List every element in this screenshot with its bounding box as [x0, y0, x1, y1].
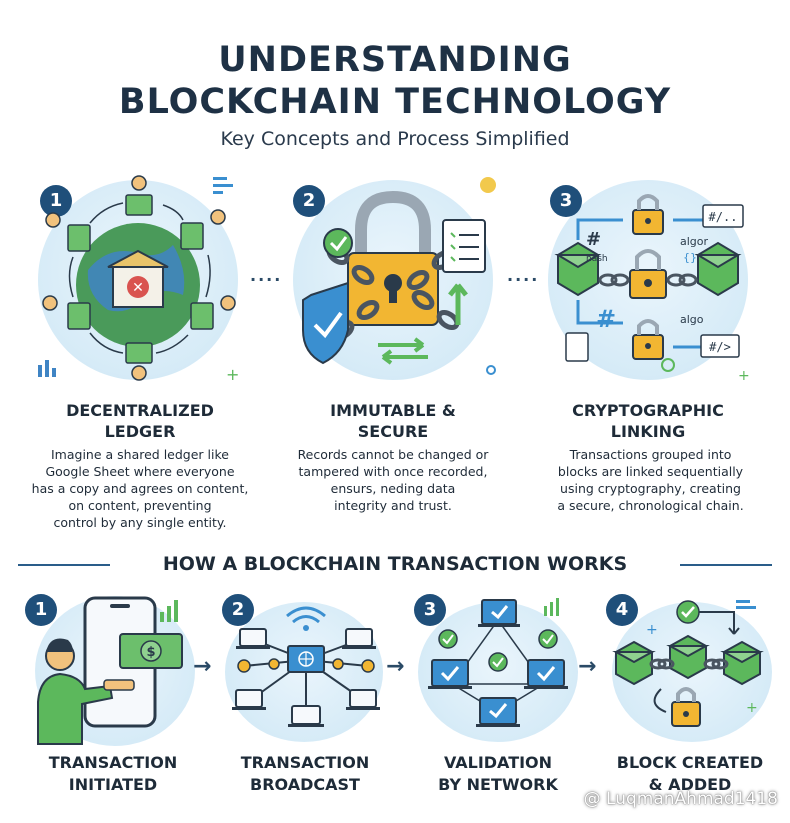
svg-text:+: +	[646, 622, 658, 638]
concept-2-title-line-2: SECURE	[357, 422, 429, 441]
process-heading-text: HOW A BLOCKCHAIN TRANSACTION WORKS	[162, 553, 628, 575]
concept-3-number: 3	[550, 185, 582, 217]
step-4-title-line-1: BLOCK CREATED	[616, 753, 764, 772]
code-label-1: #/..	[709, 210, 738, 224]
block-chain-added-icon: + +	[612, 600, 764, 727]
hash-symbol: #	[586, 229, 601, 250]
concept-1-desc-line: on content, preventing	[68, 498, 212, 513]
connector-dots-icon: ····	[250, 270, 283, 289]
concept-3-desc-line: Transactions grouped into	[569, 447, 732, 462]
heading-rule-left	[18, 564, 110, 566]
concept-3-desc-line: a secure, chronological chain.	[557, 498, 744, 513]
crypto-chain-icon: #/.. # hash algor {} algo # #/> +	[554, 194, 750, 384]
hash-label: hash	[586, 254, 608, 264]
phone-payment-icon: $	[37, 596, 183, 745]
title-line-1: UNDERSTANDING	[218, 40, 572, 80]
concept-2-desc-line: tampered with once recorded,	[298, 464, 488, 479]
concept-3-title-line-2: LINKING	[610, 422, 686, 441]
step-3-title-line-1: VALIDATION	[443, 753, 553, 772]
process-heading: HOW A BLOCKCHAIN TRANSACTION WORKS	[0, 551, 790, 579]
step-3-number: 3	[414, 594, 446, 626]
step-3-title-line-2: BY NETWORK	[438, 775, 558, 794]
step-2-title: TRANSACTION BROADCAST	[210, 752, 400, 796]
svg-text:{}: {}	[683, 251, 697, 264]
concept-3-desc-line: using cryptography, creating	[560, 481, 741, 496]
concept-1-desc-line: has a copy and agrees on content,	[31, 481, 249, 496]
concept-2-description: Records cannot be changed or tampered wi…	[268, 446, 518, 514]
step-1-number: 1	[25, 594, 57, 626]
ledger-illustration-icon: ✕ +	[38, 175, 239, 384]
svg-text:+: +	[738, 368, 750, 384]
svg-text:$: $	[146, 645, 155, 660]
concept-2-title: IMMUTABLE & SECURE	[283, 400, 503, 442]
step-2-title-line-2: BROADCAST	[250, 775, 360, 794]
algor-label: algor	[680, 235, 709, 248]
step-1-title-line-1: TRANSACTION	[48, 753, 178, 772]
svg-text:#: #	[596, 305, 616, 333]
concept-3-title: CRYPTOGRAPHIC LINKING	[538, 400, 758, 442]
step-arrow-icon: →	[386, 654, 405, 679]
concept-1-desc-line: control by any single entity.	[53, 515, 227, 530]
concept-1-title: DECENTRALIZED LEDGER	[30, 400, 250, 442]
network-broadcast-icon	[232, 606, 380, 727]
padlock-chain-icon	[302, 177, 496, 375]
svg-text:+: +	[746, 700, 758, 716]
step-4-number: 4	[606, 594, 638, 626]
step-4-title-line-2: & ADDED	[648, 775, 732, 794]
concept-2-desc-line: Records cannot be changed or	[297, 447, 489, 462]
subtitle: Key Concepts and Process Simplified	[220, 128, 570, 150]
concept-3-description: Transactions grouped into blocks are lin…	[528, 446, 773, 514]
step-arrow-icon: →	[578, 654, 597, 679]
svg-text:+: +	[226, 365, 239, 384]
concept-2-desc-line: integrity and trust.	[334, 498, 452, 513]
concept-3-desc-line: blocks are linked sequentially	[557, 464, 744, 479]
concept-1-number: 1	[40, 185, 72, 217]
concept-1-description: Imagine a shared ledger like Google Shee…	[15, 446, 265, 531]
code-label-2: #/>	[709, 340, 731, 354]
step-3-title: VALIDATION BY NETWORK	[403, 752, 593, 796]
connector-dots-icon: ····	[507, 270, 540, 289]
watermark: @ LuqmanAhmad1418	[583, 789, 778, 809]
concept-2-title-line-1: IMMUTABLE &	[330, 401, 456, 420]
concept-1-desc-line: Imagine a shared ledger like	[51, 447, 229, 462]
step-4-title: BLOCK CREATED & ADDED	[595, 752, 785, 796]
step-1-title-line-2: INITIATED	[68, 775, 158, 794]
step-arrow-icon: →	[193, 654, 212, 679]
title-line-2: BLOCKCHAIN TECHNOLOGY	[118, 82, 672, 122]
algo-label: algo	[680, 313, 704, 326]
step-2-number: 2	[222, 594, 254, 626]
concept-1-desc-line: Google Sheet where everyone	[45, 464, 235, 479]
validation-network-icon	[428, 598, 568, 727]
step-1-title: TRANSACTION INITIATED	[18, 752, 208, 796]
concept-2-number: 2	[293, 185, 325, 217]
concept-1-title-line-1: DECENTRALIZED	[66, 401, 214, 420]
concept-1-title-line-2: LEDGER	[104, 422, 176, 441]
concept-3-title-line-1: CRYPTOGRAPHIC	[572, 401, 724, 420]
svg-text:✕: ✕	[132, 280, 144, 296]
heading-rule-right	[680, 564, 772, 566]
concept-2-desc-line: ensurs, neding data	[330, 481, 456, 496]
step-2-title-line-1: TRANSACTION	[240, 753, 370, 772]
